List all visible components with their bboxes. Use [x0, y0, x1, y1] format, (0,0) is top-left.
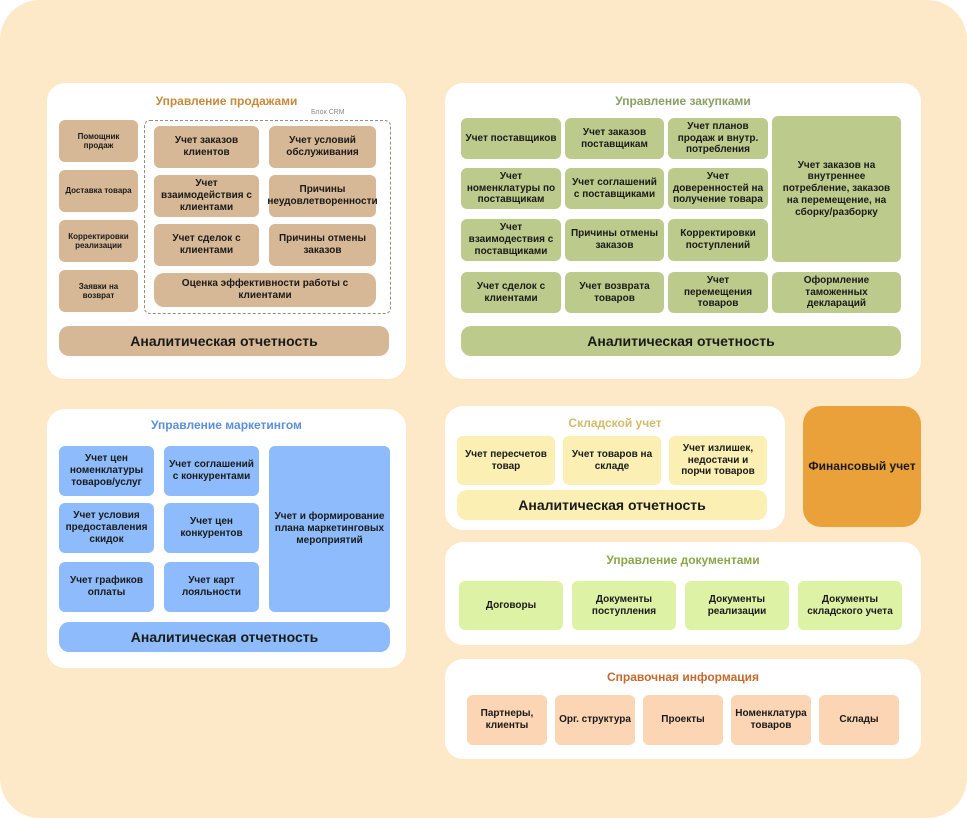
purchases-item: Учет возврата товаров [565, 272, 664, 313]
marketing-item: Учет соглашений с конкурентами [164, 446, 259, 496]
marketing-item: Учет графиков оплаты [59, 562, 154, 612]
reference-item: Номенклатура товаров [731, 695, 811, 745]
purchases-item: Корректировки поступлений [668, 219, 768, 261]
customs-declarations-item: Оформление таможенных деклараций [772, 272, 901, 313]
purchases-item: Учет поставщиков [461, 118, 561, 159]
crm-item: Учет заказов клиентов [154, 126, 259, 168]
marketing-item: Учет условия предоставления скидок [59, 503, 154, 553]
documents-item: Документы поступления [572, 581, 676, 630]
purchases-item: Причины отмены заказов [565, 219, 664, 261]
purchases-item: Учет номенклатуры по поставщикам [461, 168, 561, 209]
marketing-title: Управление маркетингом [151, 418, 302, 432]
crm-item: Причины отмены заказов [269, 224, 376, 266]
reference-panel: Справочная информация Партнеры, клиенты … [445, 659, 921, 759]
purchases-panel: Управление закупками Учет поставщиков Уч… [445, 83, 921, 379]
purchases-item: Учет сделок с клиентами [461, 272, 561, 313]
sales-left-item: Доставка товара [59, 170, 138, 212]
crm-item: Учет сделок с клиентами [154, 224, 259, 266]
sales-title: Управление продажами [155, 94, 298, 108]
purchases-item: Учет доверенностей на получение товара [668, 168, 768, 209]
warehouse-item: Учет излишек, недостачи и порчи товаров [669, 436, 767, 485]
warehouse-panel: Складской учет Учет пересчетов товар Уче… [445, 406, 785, 530]
marketing-analytics: Аналитическая отчетность [59, 622, 390, 652]
reference-item: Склады [819, 695, 899, 745]
sales-left-item: Заявки на возврат [59, 270, 138, 312]
crm-block-frame [144, 120, 391, 314]
crm-wide-item: Оценка эффективности работы с клиентами [154, 273, 376, 307]
crm-item: Учет условий обслуживания [269, 126, 376, 168]
reference-title: Справочная информация [606, 670, 759, 684]
crm-item: Причины неудовлетворенности [267, 175, 378, 217]
marketing-item: Учет карт лояльности [164, 562, 259, 612]
finance-box: Финансовый учет [803, 406, 921, 527]
marketing-tall-item: Учет и формирование плана маркетинговых … [269, 446, 390, 612]
warehouse-title: Складской учет [568, 416, 662, 430]
purchases-tall-item: Учет заказов на внутреннее потребление, … [772, 116, 901, 262]
marketing-item: Учет цен номенклатуры товаров/услуг [59, 446, 154, 496]
purchases-item: Учет взаимодествия с поставщиками [461, 219, 561, 261]
purchases-item: Учет соглашений с поставщиками [565, 168, 664, 209]
documents-panel: Управление документами Договоры Документ… [445, 542, 921, 645]
sales-left-item: Помощник продаж [59, 120, 138, 162]
documents-item: Договоры [459, 581, 563, 630]
documents-item: Документы складского учета [798, 581, 902, 630]
purchases-title: Управление закупками [615, 94, 751, 108]
reference-item: Орг. структура [555, 695, 635, 745]
purchases-item: Учет заказов поставщикам [565, 118, 664, 159]
documents-item: Документы реализации [685, 581, 789, 630]
purchases-item: Учет планов продаж и внутр. потребления [668, 118, 768, 159]
purchases-item: Учет перемещения товаров [668, 272, 768, 313]
crm-block-label: Блок CRM [311, 109, 345, 116]
warehouse-analytics: Аналитическая отчетность [457, 490, 767, 520]
documents-title: Управление документами [606, 553, 760, 567]
marketing-panel: Управление маркетингом Учет цен номенкла… [47, 409, 406, 668]
warehouse-item: Учет пересчетов товар [457, 436, 555, 485]
warehouse-item: Учет товаров на складе [563, 436, 661, 485]
sales-left-item: Корректировки реализации [59, 220, 138, 262]
purchases-analytics: Аналитическая отчетность [461, 326, 901, 356]
marketing-item: Учет цен конкурентов [164, 503, 259, 553]
reference-item: Партнеры, клиенты [467, 695, 547, 745]
reference-item: Проекты [643, 695, 723, 745]
crm-item: Учет взаимодействия с клиентами [154, 175, 259, 217]
sales-panel: Управление продажами Блок CRM Помощник п… [47, 83, 406, 379]
sales-analytics: Аналитическая отчетность [59, 326, 389, 356]
